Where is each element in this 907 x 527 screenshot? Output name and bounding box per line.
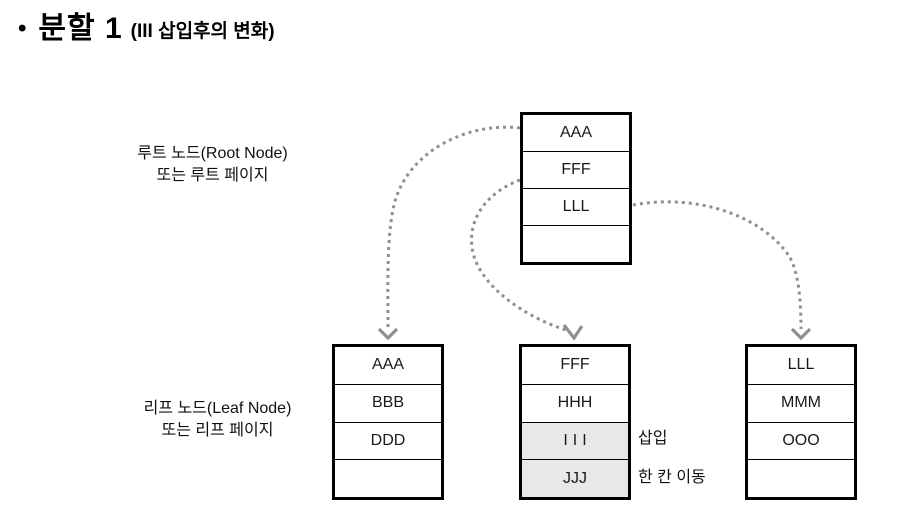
title-sub: (III 삽입후의 변화) [130, 20, 275, 42]
leaf-right-cell: LLL [748, 347, 854, 384]
root-node-label: 루트 노드(Root Node) 또는 루트 페이지 [105, 143, 320, 187]
leaf-node-right-box: LLL MMM OOO [745, 344, 857, 500]
leaf-right-cell: OOO [748, 421, 854, 460]
leaf-middle-cell: HHH [522, 383, 628, 422]
leaf-left-cell: DDD [335, 421, 441, 460]
root-node-label-line1: 루트 노드(Root Node) [137, 145, 288, 162]
move-annotation: 한 칸 이동 [638, 469, 706, 486]
arrow-root-to-right-leaf [632, 200, 812, 341]
leaf-node-label-line2: 또는 리프 페이지 [161, 422, 274, 439]
leaf-node-label-line1: 리프 노드(Leaf Node) [143, 400, 292, 417]
leaf-right-cell-empty [748, 459, 854, 497]
leaf-node-middle-box: FFF HHH III JJJ [519, 344, 631, 500]
root-cell: AAA [523, 115, 629, 151]
leaf-right-cell: MMM [748, 383, 854, 422]
title-main: 분할 1 [38, 12, 123, 45]
insert-annotation: 삽입 [638, 430, 668, 447]
leaf-left-cell-empty [335, 459, 441, 497]
root-node-box: AAA FFF LLL [520, 112, 632, 265]
leaf-middle-cell: FFF [522, 347, 628, 384]
title-bullet: • [18, 15, 27, 42]
root-cell: LLL [523, 188, 629, 225]
leaf-middle-cell-inserted: III [522, 421, 628, 460]
root-cell-empty [523, 225, 629, 262]
arrow-root-to-left-leaf [377, 125, 521, 341]
root-cell: FFF [523, 151, 629, 188]
leaf-left-cell: BBB [335, 383, 441, 422]
leaf-node-label: 리프 노드(Leaf Node) 또는 리프 페이지 [110, 398, 325, 442]
page-title: • 분할 1 (III 삽입후의 변화) [18, 14, 275, 44]
leaf-middle-cell-shifted: JJJ [522, 459, 628, 497]
leaf-left-cell: AAA [335, 347, 441, 384]
root-node-label-line2: 또는 루트 페이지 [156, 167, 269, 184]
leaf-node-left-box: AAA BBB DDD [332, 344, 444, 500]
